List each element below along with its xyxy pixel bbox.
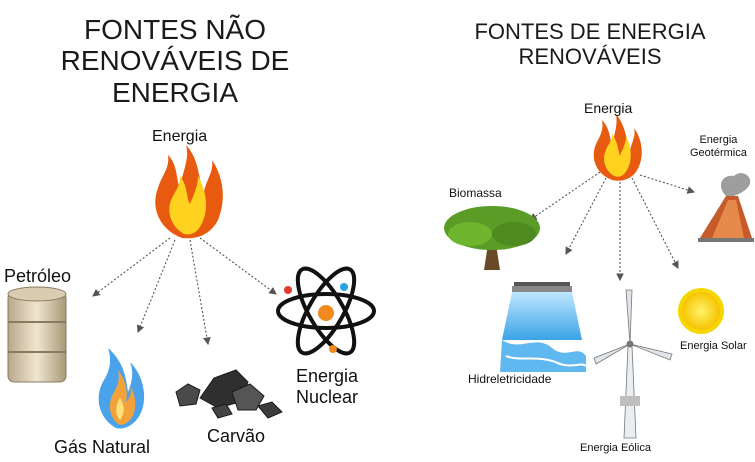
volcano-icon [698, 173, 754, 242]
label-energia-nuclear: Energia Nuclear [296, 366, 359, 407]
label-gas-natural: Gás Natural [54, 437, 151, 457]
title-renewable: FONTES DE ENERGIA RENOVÁVEIS [474, 19, 706, 69]
oil-barrel-icon [7, 286, 67, 383]
wind-turbine-icon [593, 289, 673, 439]
label-carvao: Carvão [207, 426, 266, 446]
label-petroleo: Petróleo [4, 266, 72, 286]
left-arrows [92, 237, 277, 346]
tree-icon [444, 206, 540, 270]
label-energia-right: Energia [584, 100, 633, 116]
title-nonrenewable: FONTES NÃO RENOVÁVEIS DE ENERGIA [60, 14, 290, 108]
label-energia-left: Energia [152, 128, 208, 145]
flame-icon-left [155, 145, 223, 239]
sun-icon [678, 288, 724, 334]
coal-icon [175, 369, 283, 419]
label-energia-eolica: Energia Eólica [580, 442, 651, 454]
flame-icon-right [593, 114, 642, 181]
right-arrows [529, 171, 696, 282]
gas-flame-icon [98, 348, 145, 429]
label-hidreletricidade: Hidreletricidade [468, 372, 552, 386]
label-energia-solar: Energia Solar [680, 340, 747, 352]
dam-icon [500, 282, 587, 372]
label-biomassa: Biomassa [449, 186, 502, 200]
label-energia-geotermica: Energia Geotérmica [690, 134, 747, 159]
atom-icon [276, 266, 376, 356]
